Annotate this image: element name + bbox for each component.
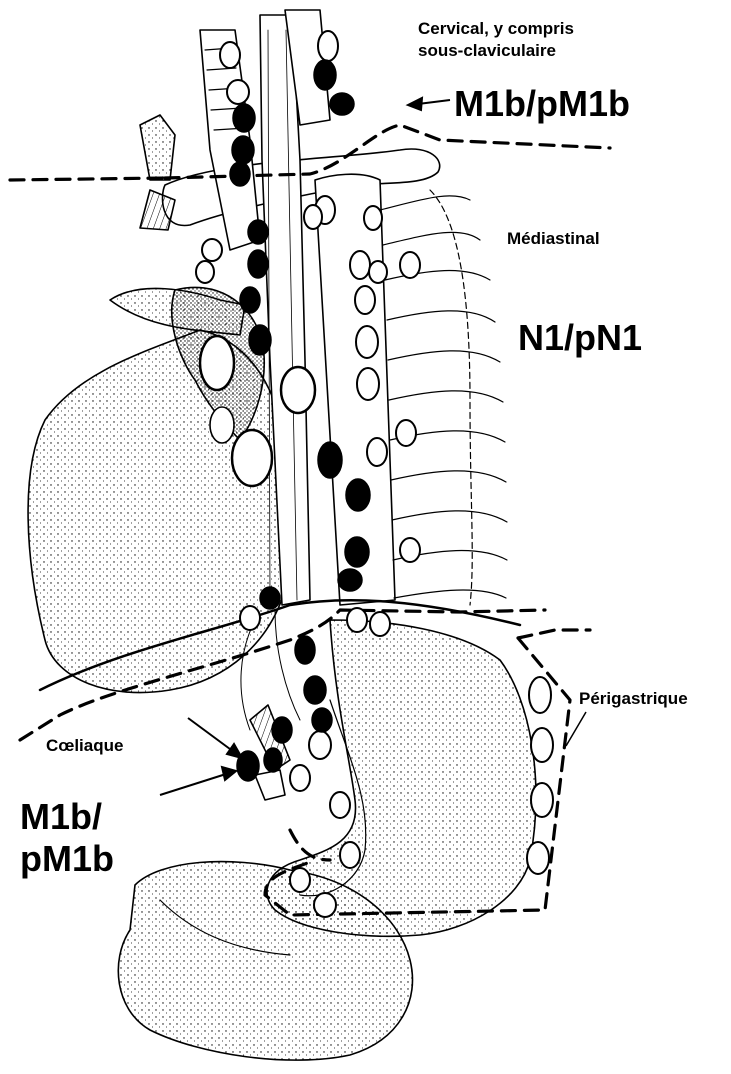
celiac-branch [255,770,285,800]
node-normal [309,731,331,759]
node-involved [232,136,254,164]
node-normal [531,783,553,817]
node-normal [529,677,551,713]
node-normal [367,438,387,466]
node-normal [227,80,249,104]
node-involved [295,636,315,664]
node-normal [340,842,360,868]
node-normal [196,261,214,283]
left-bronchus [200,336,234,390]
label-m1b-cervical: M1b/pM1b [454,84,630,124]
node-normal [314,893,336,917]
rib-cage-edge [430,190,472,605]
pulmonary-vein-1 [210,407,234,443]
label-m1b-coeliac-line2: pM1b [20,838,114,880]
node-normal [202,239,222,261]
arrow-top-head [408,98,422,110]
node-normal [527,842,549,874]
arrow-m1b-head [222,767,236,780]
left-carotid-vessel [140,115,175,180]
node-involved [338,569,362,591]
node-normal [290,868,310,892]
node-involved [248,250,268,278]
label-coeliaque: Cœliaque [46,735,123,757]
node-normal [220,42,240,68]
right-bronchus [281,367,315,413]
node-involved [264,748,282,772]
node-involved [314,60,336,90]
ribs [380,196,507,598]
label-n1: N1/pN1 [518,318,642,358]
arrow-coeliaque-head [227,744,242,758]
node-normal [370,612,390,636]
node-involved [330,93,354,115]
node-involved [233,104,255,132]
node-normal [290,765,310,791]
arrow-top-line [418,100,450,104]
node-involved [318,442,342,478]
node-involved [272,717,292,743]
node-normal [531,728,553,762]
node-normal [318,31,338,61]
node-normal [330,792,350,818]
node-involved [346,479,370,511]
node-normal [347,608,367,632]
node-normal [240,606,260,630]
label-mediastinal: Médiastinal [507,228,600,250]
node-normal [400,252,420,278]
label-perigastrique: Périgastrique [579,688,688,710]
node-normal [350,251,370,279]
arrow-coeliaque-line [188,718,234,752]
node-normal [355,286,375,314]
node-normal [369,261,387,283]
label-m1b-coeliac-line1: M1b/ [20,796,114,838]
label-cervical: Cervical, y compris sous-claviculaire [418,18,574,62]
node-involved [260,587,280,609]
node-normal [364,206,382,230]
label-m1b-coeliac: M1b/ pM1b [20,796,114,880]
arrow-m1b-line [160,774,226,795]
label-cervical-line1: Cervical, y compris [418,18,574,40]
label-cervical-line2: sous-claviculaire [418,40,574,62]
node-involved [304,676,326,704]
node-involved [249,325,271,355]
node-normal [396,420,416,446]
node-involved [312,708,332,732]
pulmonary-vein-2 [232,430,272,486]
node-involved [248,220,268,244]
node-involved [230,162,250,186]
node-normal [357,368,379,400]
node-involved [345,537,369,567]
node-normal [304,205,322,229]
node-normal [400,538,420,562]
node-involved [240,287,260,313]
node-normal [356,326,378,358]
